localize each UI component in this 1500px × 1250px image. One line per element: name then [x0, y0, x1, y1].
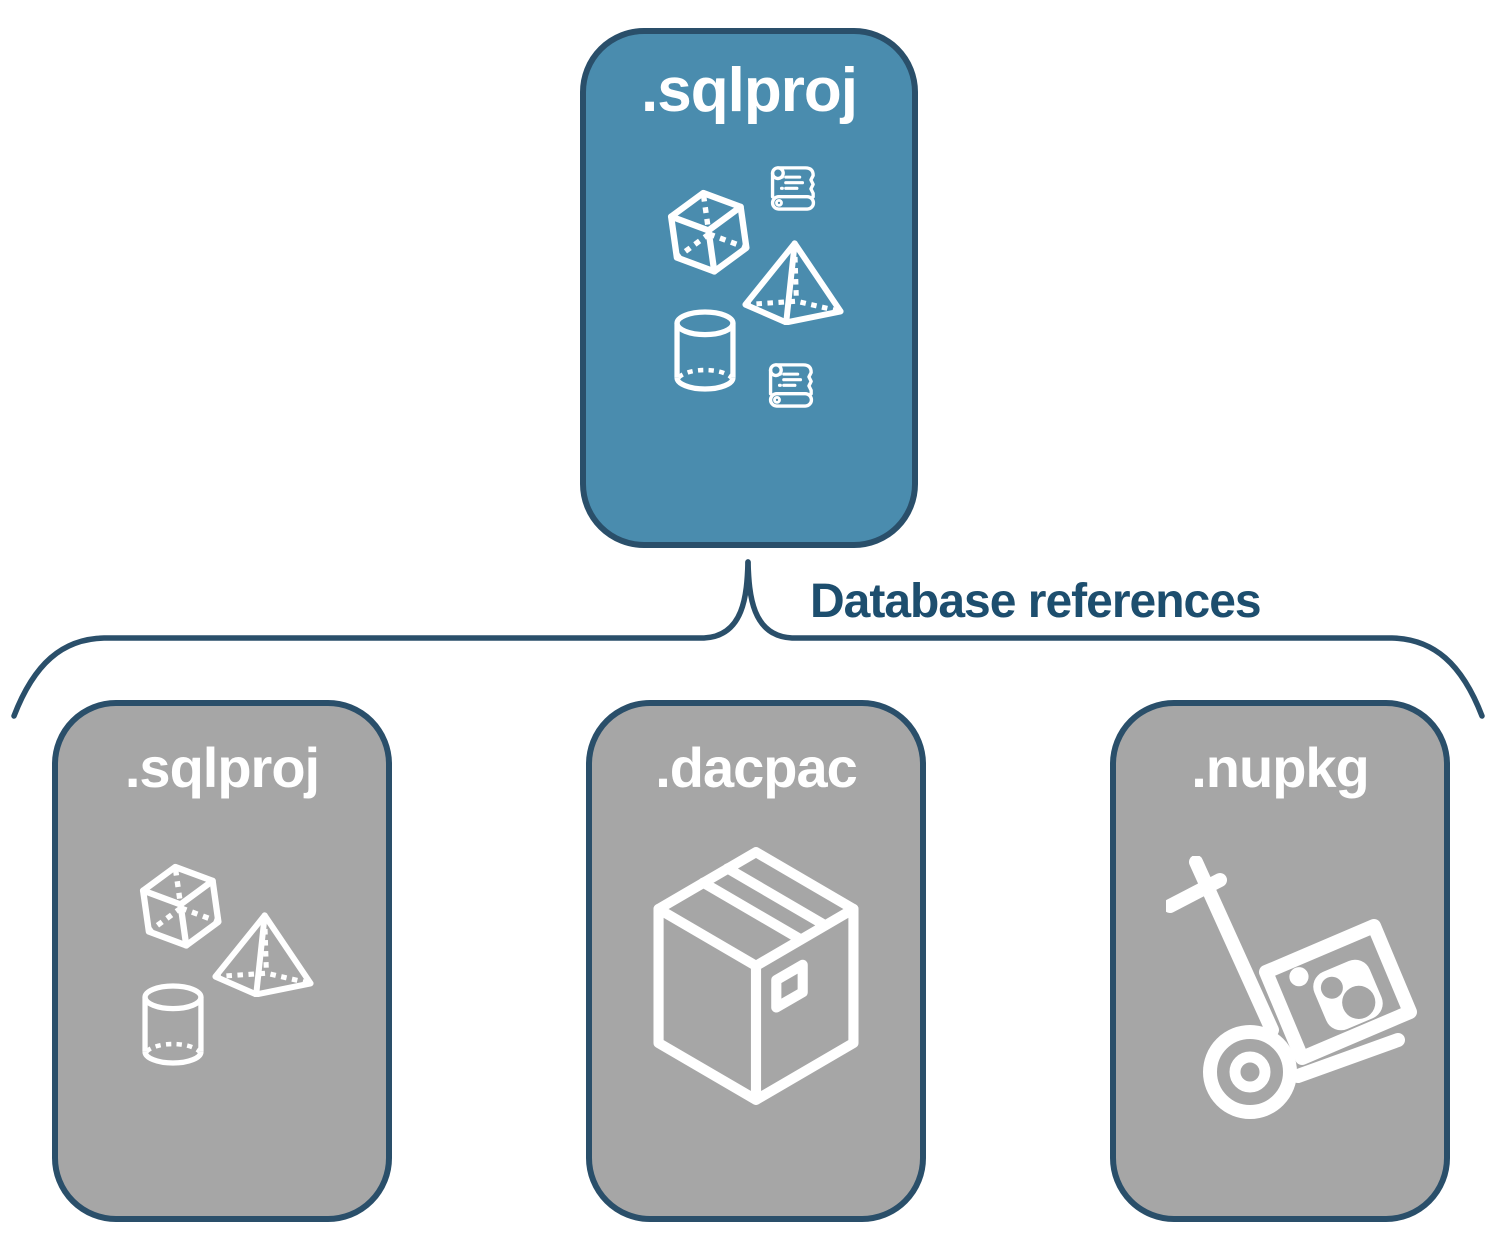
- child-node-sqlproj-label: .sqlproj: [124, 736, 320, 799]
- root-node-sqlproj: [580, 28, 918, 548]
- pyramid-icon: [742, 240, 844, 325]
- root-node-label: .sqlproj: [641, 56, 858, 125]
- hand-truck-icon: [1166, 856, 1420, 1124]
- child-node-dacpac-label: .dacpac: [655, 736, 858, 799]
- scroll-icon: [765, 162, 821, 218]
- package-box-icon: [634, 842, 878, 1112]
- pyramid-icon: [212, 912, 314, 997]
- cylinder-icon: [671, 308, 739, 393]
- cylinder-icon: [139, 982, 207, 1067]
- connector-label: Database references: [810, 575, 1262, 628]
- child-node-nupkg-label: .nupkg: [1191, 736, 1370, 799]
- scroll-icon: [763, 359, 819, 415]
- child-node-sqlproj: [52, 700, 392, 1222]
